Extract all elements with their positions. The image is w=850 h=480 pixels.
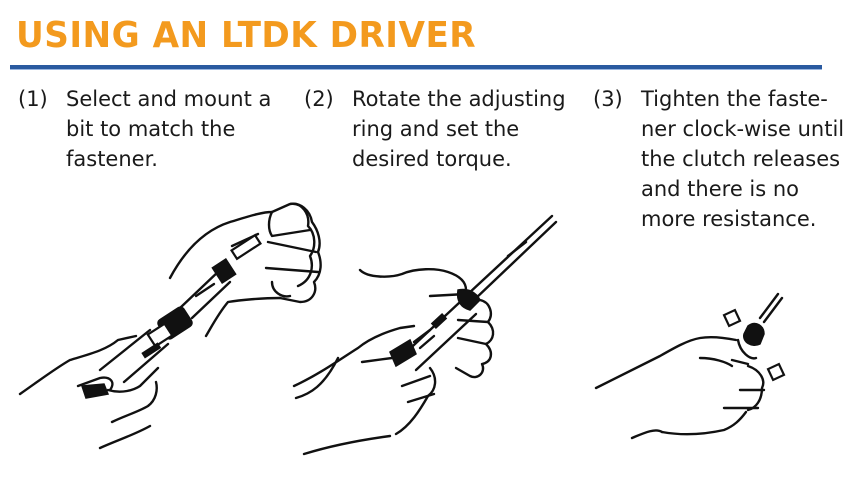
hand-tightening-fastener-illustration: [580, 270, 820, 460]
hands-rotating-ring-illustration: [290, 190, 580, 460]
step-number: (1): [18, 87, 48, 111]
step-number: (3): [593, 87, 623, 111]
step-text: Tighten the faste- ner clock-wise until …: [641, 87, 845, 231]
page-title: USING AN LTDK DRIVER: [16, 15, 477, 56]
step-number: (2): [304, 87, 334, 111]
step-text: Select and mount a bit to match the fast…: [66, 87, 272, 171]
title-divider: [10, 65, 822, 70]
hands-mounting-bit-illustration: [0, 190, 340, 450]
step-text: Rotate the adjusting ring and set the de…: [352, 87, 566, 171]
